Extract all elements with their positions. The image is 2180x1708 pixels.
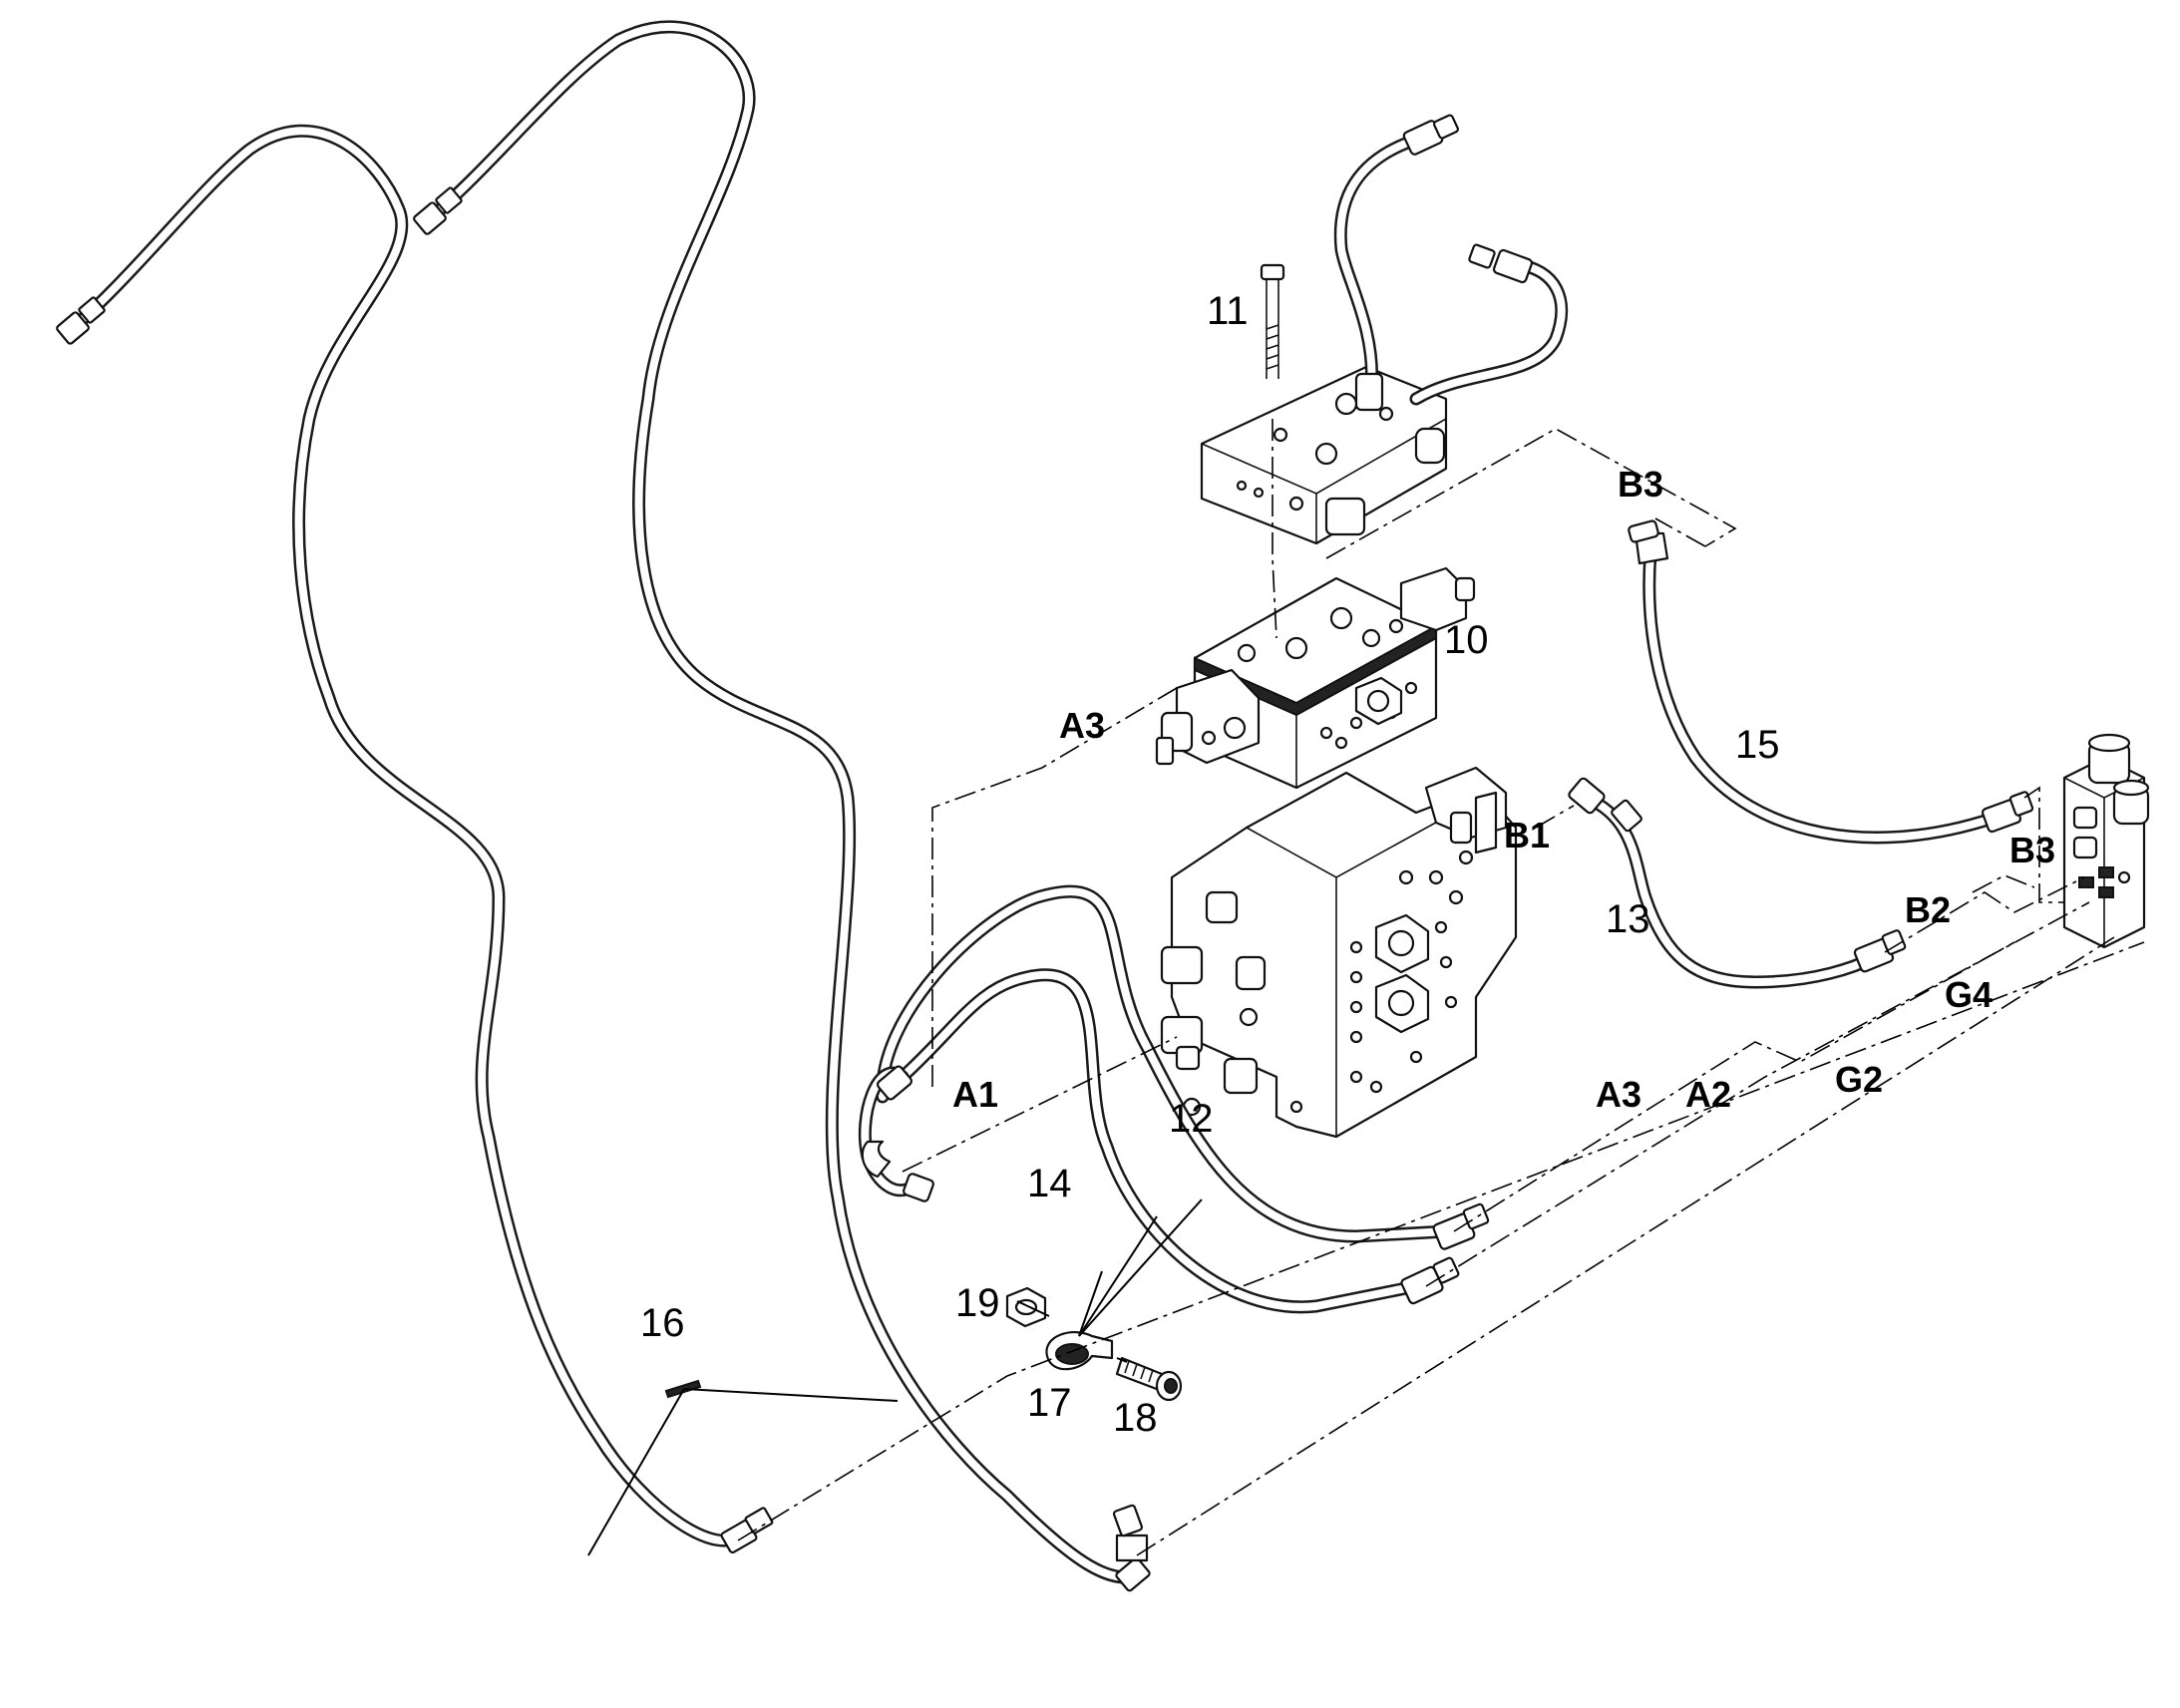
label-13: 13 <box>1606 897 1650 941</box>
label-b2: B2 <box>1905 889 1951 930</box>
hose-fitting <box>1112 1504 1151 1592</box>
label-11: 11 <box>1207 289 1249 333</box>
bolt-11 <box>1260 263 1285 379</box>
screw-18 <box>1115 1356 1183 1402</box>
label-18: 18 <box>1113 1396 1158 1440</box>
label-17: 17 <box>1027 1381 1072 1425</box>
port-code-labels: B3 A3 B1 B3 B2 G4 A1 A3 A2 G2 <box>952 464 2055 1115</box>
part-number-labels: 11 10 15 13 12 14 16 19 17 18 <box>640 289 1780 1440</box>
label-a3-upper: A3 <box>1059 705 1105 746</box>
hose-14 <box>896 968 1460 1314</box>
solenoid-valve <box>2062 733 2150 949</box>
label-a1: A1 <box>952 1074 998 1115</box>
leader-lines <box>587 1198 1203 1556</box>
hose-15 <box>1628 519 2034 845</box>
clamp-17 <box>1045 1331 1114 1371</box>
label-14: 14 <box>1027 1162 1072 1205</box>
label-b3-upper: B3 <box>1618 464 1663 505</box>
label-g4: G4 <box>1945 974 1993 1015</box>
valve-10 <box>1155 566 1476 790</box>
hose-12-loop <box>858 1065 934 1202</box>
label-b3-lower: B3 <box>2009 830 2055 870</box>
nut-19 <box>1005 1286 1047 1328</box>
label-19: 19 <box>955 1281 1000 1325</box>
upper-valve-block <box>1200 114 1569 545</box>
label-g2: G2 <box>1835 1059 1883 1100</box>
label-15: 15 <box>1735 723 1780 767</box>
connection-lines <box>737 419 2145 1556</box>
label-12: 12 <box>1169 1097 1214 1141</box>
label-16: 16 <box>640 1301 685 1345</box>
label-10: 10 <box>1444 618 1489 662</box>
label-a2: A2 <box>1685 1074 1731 1115</box>
hose-fitting <box>413 186 463 235</box>
main-control-valve <box>1160 766 1518 1139</box>
hose-13 <box>1568 777 1907 989</box>
long-hose-16 <box>56 20 1151 1592</box>
label-b1: B1 <box>1504 815 1550 855</box>
hose-fitting <box>56 296 106 345</box>
hose-fitting <box>720 1507 774 1554</box>
label-a3-lower: A3 <box>1596 1074 1641 1115</box>
